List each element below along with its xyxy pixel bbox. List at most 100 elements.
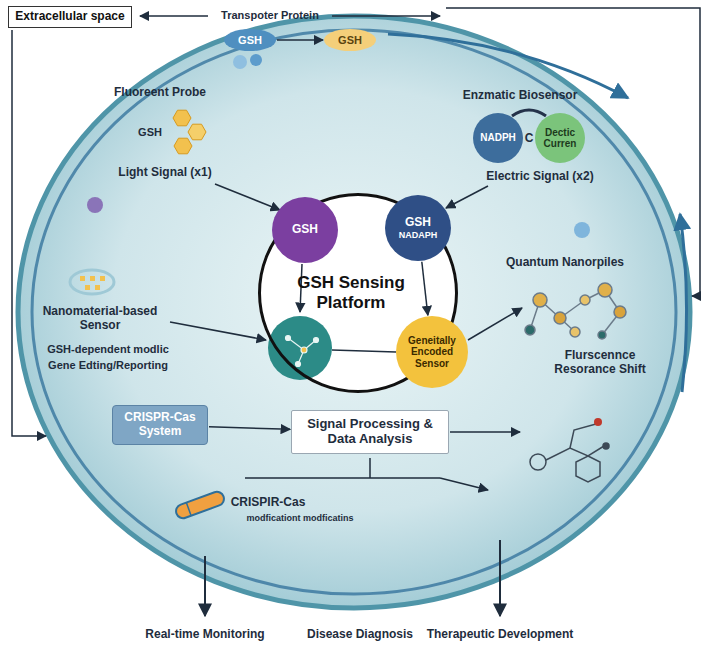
gsh-molecule bbox=[250, 54, 262, 66]
illustration-part bbox=[576, 456, 600, 482]
annotation-label: Flurscennce Resorance Shift bbox=[540, 348, 660, 377]
signal-arrow bbox=[446, 186, 488, 208]
illustration-part bbox=[95, 285, 100, 290]
annotation-label: Gene Edting/Reporting bbox=[48, 359, 168, 372]
nanoparticle-dots bbox=[80, 276, 105, 290]
illustration-part bbox=[570, 424, 596, 448]
illustration-part bbox=[85, 285, 90, 290]
region-box: Extracellular space bbox=[8, 6, 131, 28]
platform-arrow bbox=[170, 322, 266, 340]
process-box: CRISPR-Cas System bbox=[112, 405, 208, 445]
illustration-part bbox=[186, 503, 191, 516]
probe-hexagon bbox=[188, 124, 206, 140]
illustration-part bbox=[603, 443, 609, 449]
annotation-label: Therapeutic Development bbox=[427, 627, 574, 641]
illustration-part bbox=[546, 446, 604, 460]
probe-circle: GSH bbox=[272, 197, 338, 263]
illustration-part bbox=[530, 454, 546, 470]
connector-arrow bbox=[209, 427, 290, 430]
illustration-part bbox=[598, 283, 612, 297]
illustration-part bbox=[174, 490, 226, 520]
node-text: NADAPH bbox=[399, 230, 438, 240]
annotation-label: modficationt modficatins bbox=[246, 513, 353, 524]
node-text: GSH bbox=[238, 34, 262, 47]
illustration-part bbox=[90, 276, 95, 281]
membrane-flow-arrow bbox=[680, 214, 687, 392]
frame-line bbox=[12, 30, 46, 436]
annotation-label: Transpoter Protein bbox=[221, 9, 319, 22]
connector-arrow bbox=[422, 262, 428, 315]
annotation-label: C bbox=[525, 131, 534, 145]
crispr-capsule bbox=[174, 490, 226, 520]
node-text: NADPH bbox=[480, 132, 516, 144]
enzyme-circle: GSHNADAPH bbox=[385, 195, 451, 261]
illustration-part bbox=[614, 306, 626, 318]
annotation-label: Enzmatic Biosensor bbox=[463, 88, 578, 102]
illustration-part bbox=[554, 312, 566, 324]
platform-circle: GSH Sensing PlatformGSHGSHNADAPHGeneital… bbox=[258, 193, 458, 393]
quantum-molecule bbox=[525, 283, 626, 339]
illustration-part bbox=[70, 270, 114, 294]
bracket-line bbox=[245, 458, 440, 478]
annotation-label: Quantum Nanorpiles bbox=[506, 255, 624, 269]
vesicle bbox=[574, 222, 590, 238]
illustration-part bbox=[314, 338, 319, 343]
transporter-protein: GSH bbox=[324, 29, 376, 51]
encoded-sensor-circle: Geneitally Encoded Sensor bbox=[396, 316, 468, 388]
cofactor-circle: NADPH bbox=[473, 113, 523, 163]
node-text: GSH bbox=[405, 216, 431, 230]
node-text: Extracellular space bbox=[15, 10, 124, 24]
output-arrow bbox=[440, 478, 488, 490]
signal-arrow bbox=[215, 184, 280, 210]
output-arrow bbox=[499, 540, 501, 616]
frame-line bbox=[446, 8, 700, 296]
annotation-label: Nanomaterial-based Sensor bbox=[38, 304, 163, 333]
annotation-label: Light Signal (x1) bbox=[118, 165, 211, 179]
enzyme-link bbox=[512, 110, 546, 116]
illustration-part bbox=[525, 325, 535, 335]
illustration-part bbox=[594, 418, 602, 426]
annotation-label: CRISPIR-Cas bbox=[231, 495, 306, 509]
node-text: GSH Sensing Platform bbox=[295, 273, 407, 312]
node-text: Geneitally Encoded Sensor bbox=[401, 335, 463, 370]
molecule-icon bbox=[530, 418, 609, 482]
nanomaterial-node bbox=[268, 316, 332, 380]
current-circle: Dectic Curren bbox=[535, 113, 585, 163]
annotation-label: GSH bbox=[138, 126, 162, 139]
node-text: Dectic Curren bbox=[538, 127, 582, 150]
annotation-label: Disease Diagnosis bbox=[307, 627, 413, 641]
annotation-label: Real-time Monitoring bbox=[145, 627, 264, 641]
output-arrow bbox=[204, 556, 206, 616]
vesicle bbox=[87, 197, 103, 213]
nanoparticle-cluster bbox=[286, 336, 319, 367]
probe-hexagon bbox=[174, 138, 192, 154]
frame-line bbox=[332, 15, 440, 17]
cell-membrane bbox=[18, 16, 690, 608]
illustration-part bbox=[80, 276, 85, 281]
platform-line bbox=[332, 350, 396, 352]
probe-hexagon bbox=[173, 110, 191, 126]
illustration-part bbox=[100, 276, 105, 281]
illustration-part bbox=[296, 362, 301, 367]
illustration-part bbox=[570, 327, 580, 337]
node-text: GSH bbox=[292, 223, 318, 237]
illustration-part bbox=[301, 347, 307, 353]
process-box: Signal Processing & Data Analysis bbox=[291, 410, 449, 454]
nanoparticle-ring bbox=[70, 270, 114, 294]
transporter-protein: GSH bbox=[224, 29, 276, 51]
node-text: Signal Processing & Data Analysis bbox=[300, 417, 440, 447]
illustration-part bbox=[533, 293, 547, 307]
annotation-label: GSH-dependent modlic bbox=[47, 343, 169, 356]
inner-membrane bbox=[32, 30, 676, 594]
platform-arrow bbox=[468, 308, 522, 340]
annotation-label: Electric Signal (x2) bbox=[486, 169, 593, 183]
connector-arrow bbox=[277, 39, 323, 41]
node-text: CRISPR-Cas System bbox=[121, 411, 199, 439]
frame-line bbox=[140, 15, 208, 17]
node-text: GSH bbox=[338, 34, 362, 47]
illustration-part bbox=[580, 295, 590, 305]
illustration-part bbox=[286, 336, 291, 341]
output-arrow bbox=[450, 431, 520, 433]
